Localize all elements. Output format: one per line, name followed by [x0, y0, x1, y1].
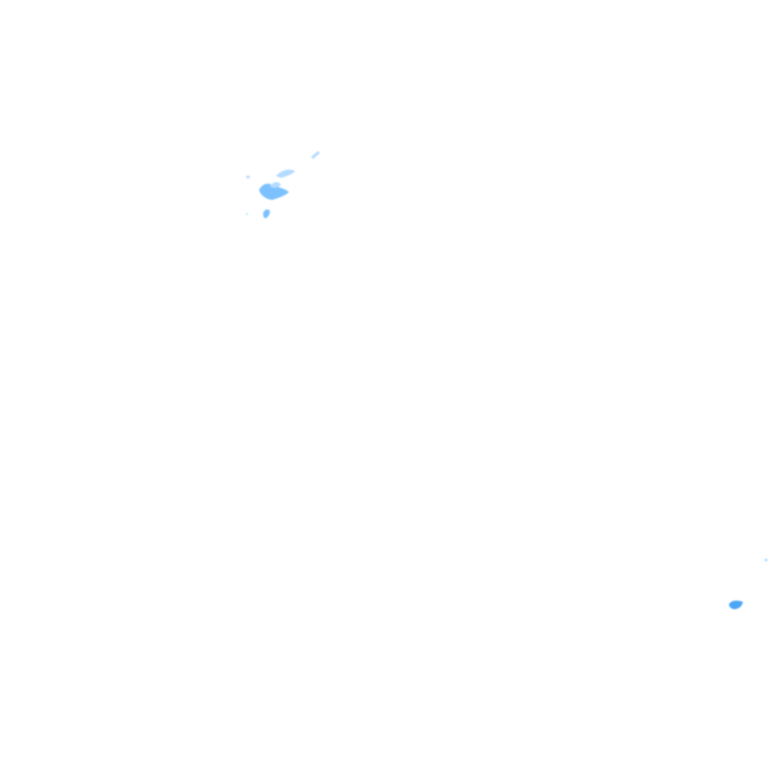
- precip-cell: [276, 169, 295, 178]
- precipitation-cluster-lower-right: [729, 558, 768, 610]
- precip-cell: [263, 209, 270, 219]
- precip-cell: [764, 558, 768, 562]
- precip-cell: [246, 175, 250, 179]
- precip-cell: [246, 213, 248, 215]
- precip-cell: [270, 182, 281, 188]
- precip-cell: [311, 151, 320, 159]
- precipitation-cluster-upper-left: [246, 151, 320, 219]
- precip-cell: [259, 183, 289, 200]
- precip-cell: [729, 600, 743, 610]
